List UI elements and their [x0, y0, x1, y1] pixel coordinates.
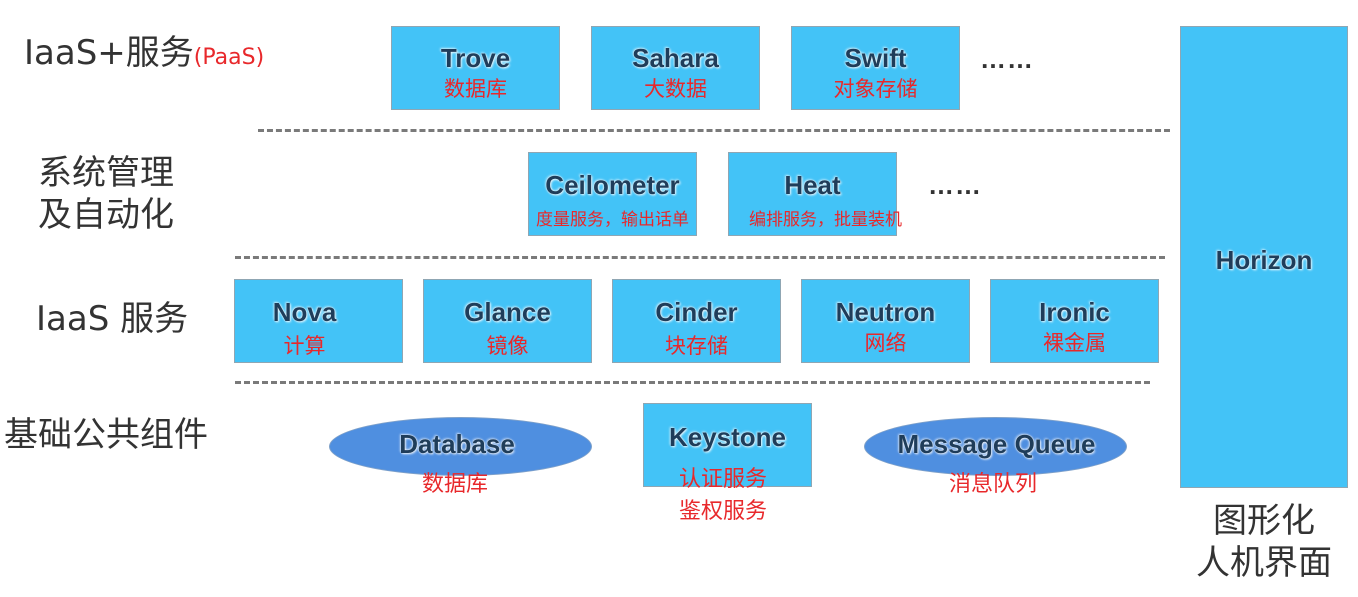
service-box-trove[interactable]: Trove 数据库: [391, 26, 560, 110]
more-ellipsis-paas: ……: [980, 44, 1034, 74]
horizon-caption-line1: 图形化: [1213, 501, 1315, 541]
service-name: Ironic: [1039, 297, 1110, 327]
service-desc: 大数据: [644, 77, 707, 101]
service-name: Sahara: [632, 43, 719, 73]
service-box-ironic[interactable]: Ironic 裸金属: [990, 279, 1159, 363]
service-desc: 块存储: [665, 334, 728, 358]
layer-label-paas: IaaS+服务(PaaS): [24, 32, 264, 79]
component-desc-database: 数据库: [421, 472, 488, 497]
service-name: Heat: [784, 170, 841, 200]
component-name-database: Database: [399, 429, 515, 459]
horizon-caption: 图形化 人机界面: [1180, 500, 1348, 584]
service-desc: 镜像: [486, 334, 529, 358]
layer-label-iaas: IaaS 服务: [36, 299, 189, 339]
horizon-caption-line2: 人机界面: [1196, 543, 1332, 583]
service-name: Nova: [272, 297, 337, 327]
component-name-keystone: Keystone: [668, 422, 787, 452]
service-box-heat[interactable]: Heat 编排服务，批量装机: [728, 152, 902, 236]
layer-separator-3: [235, 381, 1150, 384]
component-ellipse-message-queue[interactable]: [864, 417, 1127, 476]
service-box-cinder[interactable]: Cinder 块存储: [612, 279, 781, 363]
service-desc: 裸金属: [1043, 331, 1106, 355]
horizon-name: Horizon: [1215, 245, 1313, 275]
service-box-sahara[interactable]: Sahara 大数据: [591, 26, 760, 110]
service-box-swift[interactable]: Swift 对象存储: [791, 26, 960, 110]
service-box-nova[interactable]: Nova 计算: [234, 279, 403, 363]
service-name: Ceilometer: [545, 170, 680, 200]
component-desc-keystone-line1: 认证服务: [678, 467, 767, 492]
service-name: Neutron: [835, 297, 936, 327]
service-desc: 对象存储: [833, 77, 918, 101]
more-ellipsis-management: ……: [928, 170, 982, 200]
component-ellipse-database[interactable]: [329, 417, 592, 476]
service-box-ceilometer[interactable]: Ceilometer 度量服务，输出话单: [528, 152, 697, 236]
service-name: Glance: [464, 297, 551, 327]
layer-label-paas-text: IaaS+服务: [24, 33, 194, 73]
layer-label-common: 基础公共组件: [4, 415, 208, 455]
component-desc-message-queue: 消息队列: [948, 472, 1037, 497]
service-name: Trove: [440, 43, 511, 73]
layer-label-management-line1: 系统管理: [38, 153, 174, 193]
layer-separator-1: [258, 129, 1170, 132]
service-desc: 编排服务，批量装机: [749, 210, 902, 230]
service-desc: 数据库: [444, 77, 507, 101]
component-desc-keystone-line2: 鉴权服务: [678, 499, 767, 524]
paas-note: (PaaS): [193, 45, 265, 70]
service-desc: 度量服务，输出话单: [536, 210, 689, 230]
component-name-message-queue: Message Queue: [897, 429, 1096, 459]
service-name: Cinder: [655, 297, 738, 327]
service-name: Swift: [844, 43, 907, 73]
service-box-glance[interactable]: Glance 镜像: [423, 279, 592, 363]
horizon-dashboard-box[interactable]: Horizon: [1180, 26, 1348, 488]
layer-label-management-line2: 及自动化: [38, 195, 174, 235]
component-box-keystone[interactable]: Keystone: [643, 403, 812, 487]
service-desc: 网络: [864, 331, 907, 355]
layer-label-management: 系统管理 及自动化: [38, 152, 174, 236]
service-box-neutron[interactable]: Neutron 网络: [801, 279, 970, 363]
layer-separator-2: [235, 256, 1165, 259]
service-desc: 计算: [283, 334, 326, 358]
